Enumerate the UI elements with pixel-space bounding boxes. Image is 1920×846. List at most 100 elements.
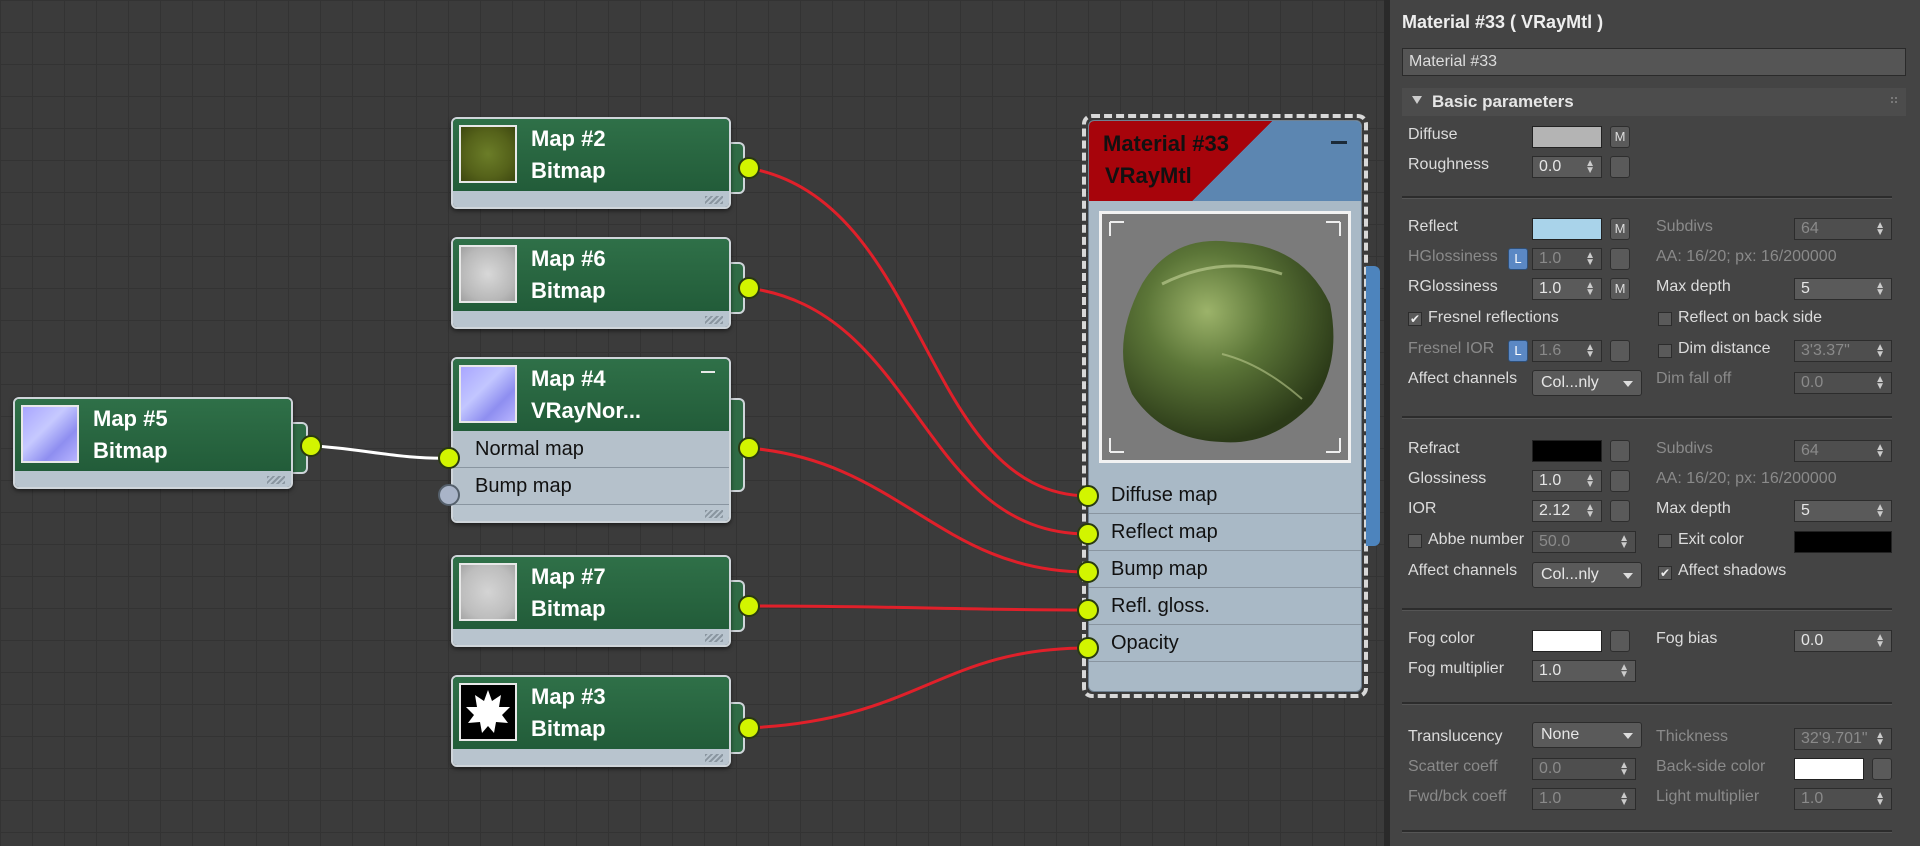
spinner-arrows-icon[interactable]: ▲▼ xyxy=(1585,472,1595,490)
node-map4-collapse-icon[interactable] xyxy=(701,371,715,373)
node-map7[interactable]: Map #7 Bitmap xyxy=(451,555,731,647)
reflect-back-checkbox[interactable] xyxy=(1658,312,1672,326)
map5-output-port[interactable] xyxy=(300,435,322,457)
reflect-maxdepth-spinner[interactable]: 5▲▼ xyxy=(1794,278,1892,300)
spinner-arrows-icon[interactable]: ▲▼ xyxy=(1875,374,1885,392)
scatter-coeff-spinner[interactable]: 0.0▲▼ xyxy=(1532,758,1636,780)
dim-distance-checkbox[interactable] xyxy=(1658,344,1672,358)
node-map2[interactable]: Map #2 Bitmap xyxy=(451,117,731,209)
affect-shadows-checkbox[interactable]: ✔ xyxy=(1658,566,1672,580)
node-map5-header[interactable]: Map #5 Bitmap xyxy=(15,399,291,471)
map4-bump-input-port[interactable] xyxy=(438,484,460,506)
node-map5[interactable]: Map #5 Bitmap xyxy=(13,397,293,489)
roughness-map-button[interactable] xyxy=(1610,156,1630,178)
diffuse-color-swatch[interactable] xyxy=(1532,126,1602,148)
material-node-collapse-icon[interactable] xyxy=(1331,141,1347,144)
spinner-arrows-icon[interactable]: ▲▼ xyxy=(1875,502,1885,520)
node-map7-header[interactable]: Map #7 Bitmap xyxy=(453,557,729,629)
material-node-header[interactable]: Material #33 VRayMtl xyxy=(1089,121,1361,201)
dim-falloff-spinner[interactable]: 0.0▲▼ xyxy=(1794,372,1892,394)
node-editor-canvas[interactable]: Map #2 Bitmap Map #6 Bitmap Map #4 VRayN… xyxy=(0,0,1384,846)
spinner-arrows-icon[interactable]: ▲▼ xyxy=(1875,220,1885,238)
fresnel-ior-map-button[interactable] xyxy=(1610,340,1630,362)
material-gloss-input-port[interactable] xyxy=(1077,599,1099,621)
map4-slot-bump[interactable]: Bump map xyxy=(453,468,729,505)
spinner-arrows-icon[interactable]: ▲▼ xyxy=(1875,442,1885,460)
spinner-arrows-icon[interactable]: ▲▼ xyxy=(1585,342,1595,360)
node-map3[interactable]: Map #3 Bitmap xyxy=(451,675,731,767)
backside-color-swatch[interactable] xyxy=(1794,758,1864,780)
hglossiness-map-button[interactable] xyxy=(1610,248,1630,270)
spinner-arrows-icon[interactable]: ▲▼ xyxy=(1619,760,1629,778)
fog-color-map-button[interactable] xyxy=(1610,630,1630,652)
light-multiplier-spinner[interactable]: 1.0▲▼ xyxy=(1794,788,1892,810)
spinner-arrows-icon[interactable]: ▲▼ xyxy=(1585,158,1595,176)
node-map6[interactable]: Map #6 Bitmap xyxy=(451,237,731,329)
fresnel-checkbox[interactable]: ✔ xyxy=(1408,312,1422,326)
map4-normal-input-port[interactable] xyxy=(438,447,460,469)
affect-channels-dropdown[interactable]: Col...nly xyxy=(1532,370,1642,396)
rollout-grip-icon[interactable] xyxy=(1890,96,1898,104)
thickness-spinner[interactable]: 32'9.701"▲▼ xyxy=(1794,728,1892,750)
refract-map-button[interactable] xyxy=(1610,440,1630,462)
diffuse-map-button[interactable]: M xyxy=(1610,126,1630,148)
roughness-spinner[interactable]: 0.0▲▼ xyxy=(1532,156,1602,178)
exit-color-checkbox[interactable] xyxy=(1658,534,1672,548)
spinner-arrows-icon[interactable]: ▲▼ xyxy=(1875,632,1885,650)
node-map2-header[interactable]: Map #2 Bitmap xyxy=(453,119,729,191)
map2-output-port[interactable] xyxy=(738,157,760,179)
glossiness-map-button[interactable] xyxy=(1610,470,1630,492)
map7-output-port[interactable] xyxy=(738,595,760,617)
rollout-basic-parameters[interactable]: Basic parameters xyxy=(1402,88,1906,116)
spinner-arrows-icon[interactable]: ▲▼ xyxy=(1619,790,1629,808)
refract-color-swatch[interactable] xyxy=(1532,440,1602,462)
backside-color-map-button[interactable] xyxy=(1872,758,1892,780)
material-slot-refl-gloss[interactable]: Refl. gloss. xyxy=(1089,588,1361,625)
spinner-arrows-icon[interactable]: ▲▼ xyxy=(1875,730,1885,748)
material-node-side-handle[interactable] xyxy=(1366,266,1380,546)
fwd-bck-coeff-spinner[interactable]: 1.0▲▼ xyxy=(1532,788,1636,810)
fresnel-ior-spinner[interactable]: 1.6▲▼ xyxy=(1532,340,1602,362)
abbe-checkbox[interactable] xyxy=(1408,534,1422,548)
fog-bias-spinner[interactable]: 0.0▲▼ xyxy=(1794,630,1892,652)
spinner-arrows-icon[interactable]: ▲▼ xyxy=(1585,502,1595,520)
material-slot-bump[interactable]: Bump map xyxy=(1089,551,1361,588)
ior-map-button[interactable] xyxy=(1610,500,1630,522)
spinner-arrows-icon[interactable]: ▲▼ xyxy=(1875,790,1885,808)
material-reflect-input-port[interactable] xyxy=(1077,523,1099,545)
spinner-arrows-icon[interactable]: ▲▼ xyxy=(1875,280,1885,298)
hglossiness-spinner[interactable]: 1.0▲▼ xyxy=(1532,248,1602,270)
material-diffuse-input-port[interactable] xyxy=(1077,485,1099,507)
map6-output-port[interactable] xyxy=(738,277,760,299)
node-map6-header[interactable]: Map #6 Bitmap xyxy=(453,239,729,311)
map3-output-port[interactable] xyxy=(738,717,760,739)
translucency-dropdown[interactable]: None xyxy=(1532,722,1642,748)
hglossiness-lock-button[interactable]: L xyxy=(1508,248,1528,270)
material-slot-opacity[interactable]: Opacity xyxy=(1089,625,1361,662)
exit-color-swatch[interactable] xyxy=(1794,531,1892,553)
map4-slot-normal[interactable]: Normal map xyxy=(453,431,729,468)
dim-distance-spinner[interactable]: 3'3.37"▲▼ xyxy=(1794,340,1892,362)
reflect-subdivs-spinner[interactable]: 64▲▼ xyxy=(1794,218,1892,240)
material-bump-input-port[interactable] xyxy=(1077,561,1099,583)
node-map4[interactable]: Map #4 VRayNor... Normal map Bump map xyxy=(451,357,731,523)
refract-subdivs-spinner[interactable]: 64▲▼ xyxy=(1794,440,1892,462)
abbe-spinner[interactable]: 50.0▲▼ xyxy=(1532,531,1636,553)
rglossiness-map-button[interactable]: M xyxy=(1610,278,1630,300)
spinner-arrows-icon[interactable]: ▲▼ xyxy=(1585,280,1595,298)
spinner-arrows-icon[interactable]: ▲▼ xyxy=(1875,342,1885,360)
node-map4-header[interactable]: Map #4 VRayNor... xyxy=(453,359,729,431)
fog-color-swatch[interactable] xyxy=(1532,630,1602,652)
spinner-arrows-icon[interactable]: ▲▼ xyxy=(1619,662,1629,680)
material-slot-diffuse[interactable]: Diffuse map xyxy=(1089,477,1361,514)
fog-multiplier-spinner[interactable]: 1.0▲▼ xyxy=(1532,660,1636,682)
spinner-arrows-icon[interactable]: ▲▼ xyxy=(1619,533,1629,551)
node-map3-header[interactable]: Map #3 Bitmap xyxy=(453,677,729,749)
rglossiness-spinner[interactable]: 1.0▲▼ xyxy=(1532,278,1602,300)
spinner-arrows-icon[interactable]: ▲▼ xyxy=(1585,250,1595,268)
material-opacity-input-port[interactable] xyxy=(1077,637,1099,659)
reflect-map-button[interactable]: M xyxy=(1610,218,1630,240)
material-slot-reflect[interactable]: Reflect map xyxy=(1089,514,1361,551)
reflect-color-swatch[interactable] xyxy=(1532,218,1602,240)
fresnel-ior-lock-button[interactable]: L xyxy=(1508,340,1528,362)
